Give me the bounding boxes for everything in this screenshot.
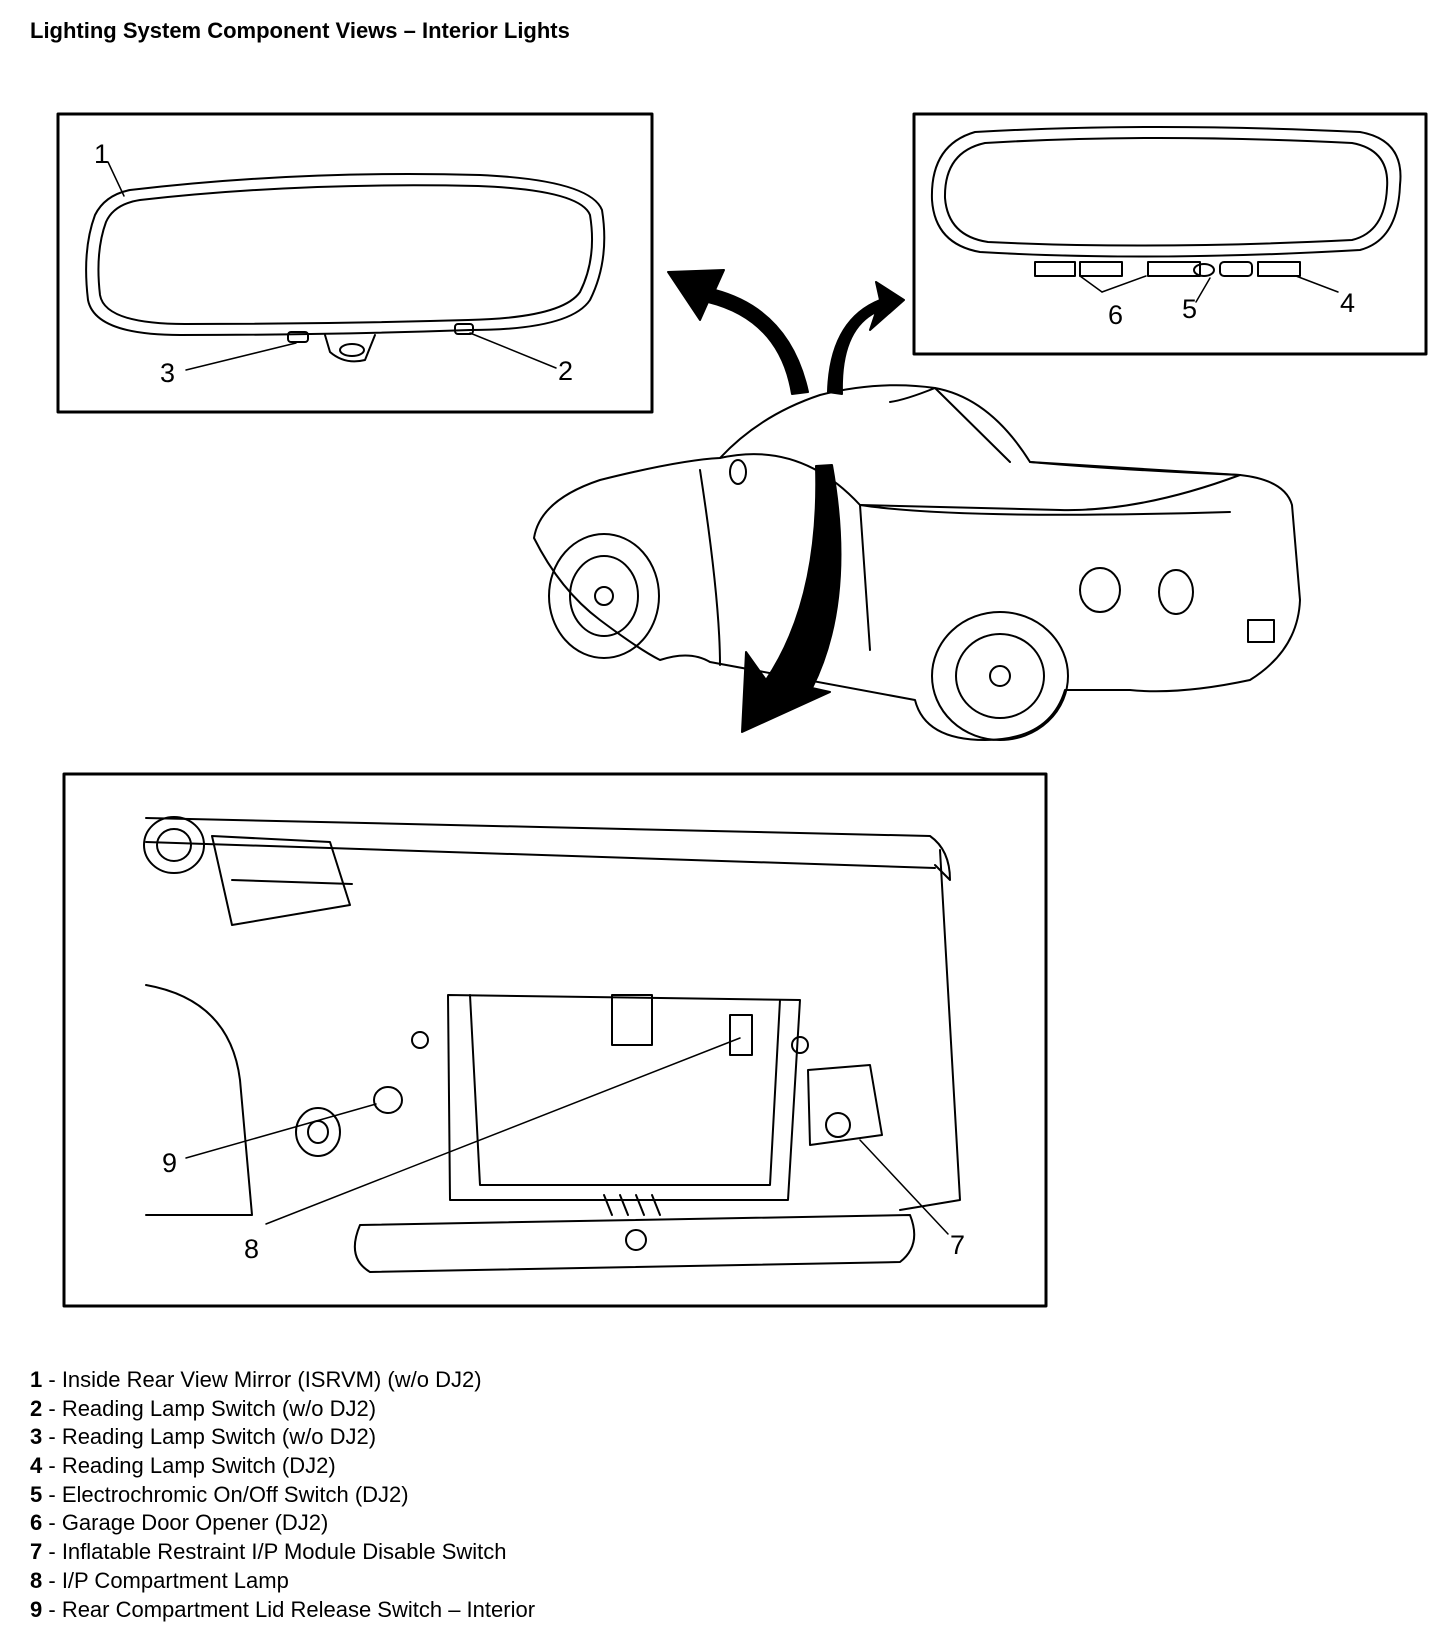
arrow-to-left-mirror — [667, 269, 809, 395]
legend-num: 2 — [30, 1395, 43, 1421]
callout-4: 4 — [1340, 288, 1355, 318]
legend-separator: - — [42, 1539, 62, 1565]
legend-row: 9 - Rear Compartment Lid Release Switch … — [30, 1596, 535, 1625]
legend-separator: - — [42, 1395, 62, 1421]
glovebox-opening — [447, 994, 801, 1201]
legend-num: 6 — [30, 1510, 43, 1536]
legend-text: I/P Compartment Lamp — [61, 1567, 289, 1593]
legend-separator: - — [42, 1510, 62, 1536]
legend-text: Rear Compartment Lid Release Switch – In… — [61, 1596, 536, 1622]
legend-row: 7 - Inflatable Restraint I/P Module Disa… — [30, 1538, 535, 1567]
legend-separator: - — [42, 1567, 62, 1593]
mirror-panel-left — [56, 112, 654, 414]
callout-leaders-bottom — [185, 1037, 949, 1235]
legend-num: 5 — [30, 1481, 43, 1507]
disable-switch — [807, 1064, 883, 1146]
page-title: Lighting System Component Views – Interi… — [30, 18, 570, 43]
callout-leaders-right — [1079, 275, 1339, 303]
rear-wheel — [931, 611, 1069, 741]
vehicle-illustration — [533, 384, 1301, 741]
legend-row: 6 - Garage Door Opener (DJ2) — [30, 1509, 535, 1538]
callout-8: 8 — [244, 1234, 259, 1264]
air-vent — [211, 835, 351, 926]
legend-text: Inside Rear View Mirror (ISRVM) (w/o DJ2… — [61, 1367, 482, 1392]
rear-lid-release-switch — [373, 1086, 403, 1114]
legend: 1 - Inside Rear View Mirror (ISRVM) (w/o… — [30, 1366, 535, 1624]
callout-9: 9 — [162, 1148, 177, 1178]
legend-separator: - — [42, 1367, 62, 1392]
legend-text: Garage Door Opener (DJ2) — [61, 1510, 329, 1536]
legend-text: Reading Lamp Switch (w/o DJ2) — [61, 1424, 377, 1450]
mirror-panel-right — [912, 112, 1428, 356]
legend-text: Reading Lamp Switch (w/o DJ2) — [61, 1395, 377, 1421]
legend-num: 4 — [30, 1453, 43, 1479]
auto-dimming-mirror — [930, 126, 1402, 277]
inside-rear-view-mirror — [85, 173, 606, 363]
legend-row: 4 - Reading Lamp Switch (DJ2) — [30, 1452, 535, 1481]
legend-num: 1 — [30, 1367, 43, 1392]
legend-num: 9 — [30, 1596, 43, 1622]
legend-text: Inflatable Restraint I/P Module Disable … — [61, 1539, 507, 1565]
legend-row: 8 - I/P Compartment Lamp — [30, 1567, 535, 1596]
glovebox-door — [353, 1214, 916, 1273]
callout-6: 6 — [1108, 300, 1123, 330]
legend-num: 8 — [30, 1567, 43, 1593]
legend-separator: - — [42, 1481, 62, 1507]
front-wheel — [548, 533, 660, 659]
arrow-to-right-mirror — [827, 281, 905, 395]
callout-5: 5 — [1182, 294, 1197, 324]
legend-text: Electrochromic On/Off Switch (DJ2) — [61, 1481, 409, 1507]
instrument-panel-illustration — [143, 816, 961, 1273]
legend-row: 1 - Inside Rear View Mirror (ISRVM) (w/o… — [30, 1366, 535, 1395]
callout-3: 3 — [160, 358, 175, 388]
callout-leaders-left — [107, 161, 557, 371]
legend-num: 3 — [30, 1424, 43, 1450]
legend-text: Reading Lamp Switch (DJ2) — [61, 1453, 336, 1479]
legend-separator: - — [42, 1424, 62, 1450]
glovebox-lamp-socket — [729, 1014, 753, 1056]
legend-row: 3 - Reading Lamp Switch (w/o DJ2) — [30, 1423, 535, 1452]
legend-num: 7 — [30, 1539, 43, 1565]
instrument-panel-view — [62, 772, 1048, 1308]
callout-2: 2 — [558, 356, 573, 386]
legend-separator: - — [42, 1596, 62, 1622]
legend-separator: - — [42, 1453, 62, 1479]
callout-7: 7 — [950, 1230, 965, 1260]
callout-1: 1 — [94, 139, 109, 169]
legend-row: 2 - Reading Lamp Switch (w/o DJ2) — [30, 1395, 535, 1424]
view-arrows[interactable] — [667, 269, 905, 733]
legend-row: 5 - Electrochromic On/Off Switch (DJ2) — [30, 1481, 535, 1510]
arrow-to-glovebox — [741, 464, 842, 733]
